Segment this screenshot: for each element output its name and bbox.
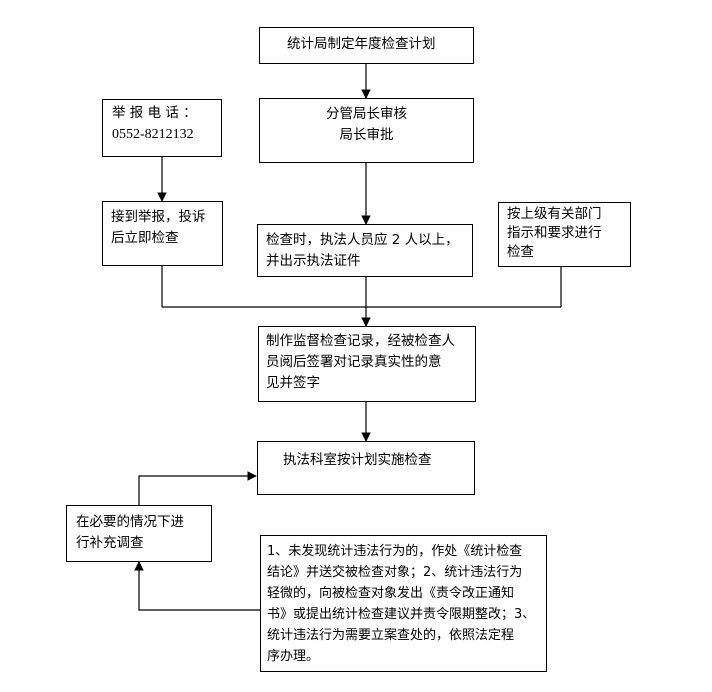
node-report-phone-line-2: 0552-8212132 (112, 127, 194, 142)
node-superior-line-1: 按上级有关部门 (507, 206, 602, 222)
node-report-phone: 举 报 电 话 ： 0552-8212132 (102, 99, 222, 157)
node-approval: 分管局长审核 局长审批 (259, 98, 474, 163)
node-implement-line-1: 执法科室按计划实施检查 (283, 452, 432, 468)
node-on-report-line-1: 接到举报，投诉 (111, 209, 206, 225)
node-outcomes-line-4: 书》或提出统计检查建议并责令限期整改；3、 (267, 607, 536, 622)
node-inspection: 检查时，执法人员应 2 人以上， 并出示执法证件 (257, 224, 473, 277)
node-plan: 统计局制定年度检查计划 (259, 27, 474, 64)
node-report-phone-line-1: 举 报 电 话 ： (112, 105, 197, 121)
node-superior: 按上级有关部门 指示和要求进行 检查 (498, 202, 631, 267)
node-inspection-line-1: 检查时，执法人员应 2 人以上， (266, 232, 459, 248)
node-plan-line-1: 统计局制定年度检查计划 (287, 36, 436, 52)
node-record-line-2: 员阅后签署对记录真实性的意 (266, 354, 442, 370)
node-approval-line-2: 局长审批 (339, 127, 394, 143)
node-record: 制作监督检查记录，经被检查人 员阅后签署对记录真实性的意 见并签字 (258, 326, 476, 402)
node-on-report-line-2: 后立即检查 (111, 230, 179, 246)
node-outcomes-line-5: 统计违法行为需要立案查处的，依照法定程 (267, 628, 515, 643)
node-supplementary: 在必要的情况下进 行补充调查 (66, 505, 212, 562)
node-on-report: 接到举报，投诉 后立即检查 (102, 201, 223, 266)
node-approval-line-1: 分管局长审核 (326, 106, 407, 122)
arrow-supplement-to-implement (138, 471, 257, 505)
node-record-line-1: 制作监督检查记录，经被检查人 (266, 333, 455, 349)
node-superior-line-3: 检查 (507, 244, 534, 260)
node-outcomes-line-3: 轻微的，向被检查对象发出《责令改正通知 (267, 586, 515, 601)
node-supplementary-line-1: 在必要的情况下进 (76, 514, 184, 530)
node-inspection-line-2: 并出示执法证件 (266, 253, 361, 269)
node-superior-line-2: 指示和要求进行 (507, 225, 602, 241)
node-implement: 执法科室按计划实施检查 (257, 441, 475, 495)
arrow-outcomes-to-supplement (134, 561, 260, 611)
node-outcomes: 1、未发现统计违法行为的，作处《统计检查 结论》并送交被检查对象；2、统计违法行… (260, 535, 547, 672)
node-outcomes-line-6: 序办理。 (267, 649, 320, 664)
node-record-line-3: 见并签字 (266, 375, 320, 391)
node-supplementary-line-2: 行补充调查 (76, 535, 144, 551)
node-outcomes-line-2: 结论》并送交被检查对象；2、统计违法行为 (267, 565, 523, 580)
node-outcomes-line-1: 1、未发现统计违法行为的，作处《统计检查 (267, 544, 523, 559)
